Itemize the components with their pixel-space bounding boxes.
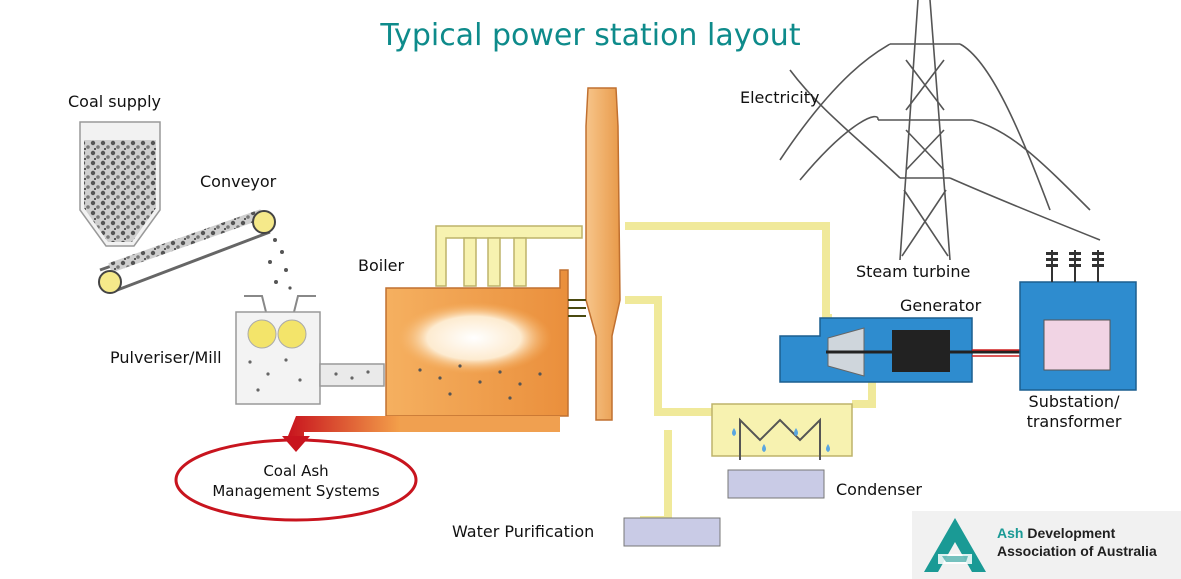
label-coal-supply: Coal supply	[68, 92, 161, 111]
label-boiler: Boiler	[358, 256, 405, 275]
adaa-logo-mark	[924, 518, 986, 572]
coal-hopper	[79, 121, 161, 247]
label-water-purification: Water Purification	[452, 522, 595, 541]
label-steam-turbine: Steam turbine	[856, 262, 971, 281]
water-purification-tank	[623, 517, 721, 547]
logo-highlight: Ash	[997, 525, 1024, 541]
logo-line-1-rest: Development	[1023, 525, 1116, 541]
label-ash-management-line2: Management Systems	[212, 482, 380, 500]
boiler	[296, 269, 569, 432]
ash-management-ellipse	[174, 438, 418, 522]
label-substation-line2: transformer	[1026, 412, 1122, 431]
chimney-stack	[568, 87, 621, 421]
logo-line-2: Association of Australia	[997, 543, 1157, 559]
condenser	[711, 403, 853, 499]
label-pulveriser: Pulveriser/Mill	[110, 348, 222, 367]
label-substation-line1: Substation/	[1028, 392, 1120, 411]
label-conveyor: Conveyor	[200, 172, 277, 191]
page-title: Typical power station layout	[380, 18, 801, 53]
turbine-generator	[779, 317, 1020, 383]
ash-arrow	[282, 416, 400, 452]
logo-line-1: Ash Development	[997, 525, 1115, 541]
substation	[1019, 250, 1137, 391]
label-electricity: Electricity	[740, 88, 820, 107]
label-condenser: Condenser	[836, 480, 922, 499]
conveyor-belt	[98, 209, 292, 294]
adaa-logo: Ash Development Association of Australia	[912, 511, 1181, 579]
label-ash-management-line1: Coal Ash	[263, 462, 329, 480]
label-generator: Generator	[900, 296, 982, 315]
pulveriser-mill	[235, 295, 385, 405]
transmission-pylon	[779, 0, 1101, 261]
